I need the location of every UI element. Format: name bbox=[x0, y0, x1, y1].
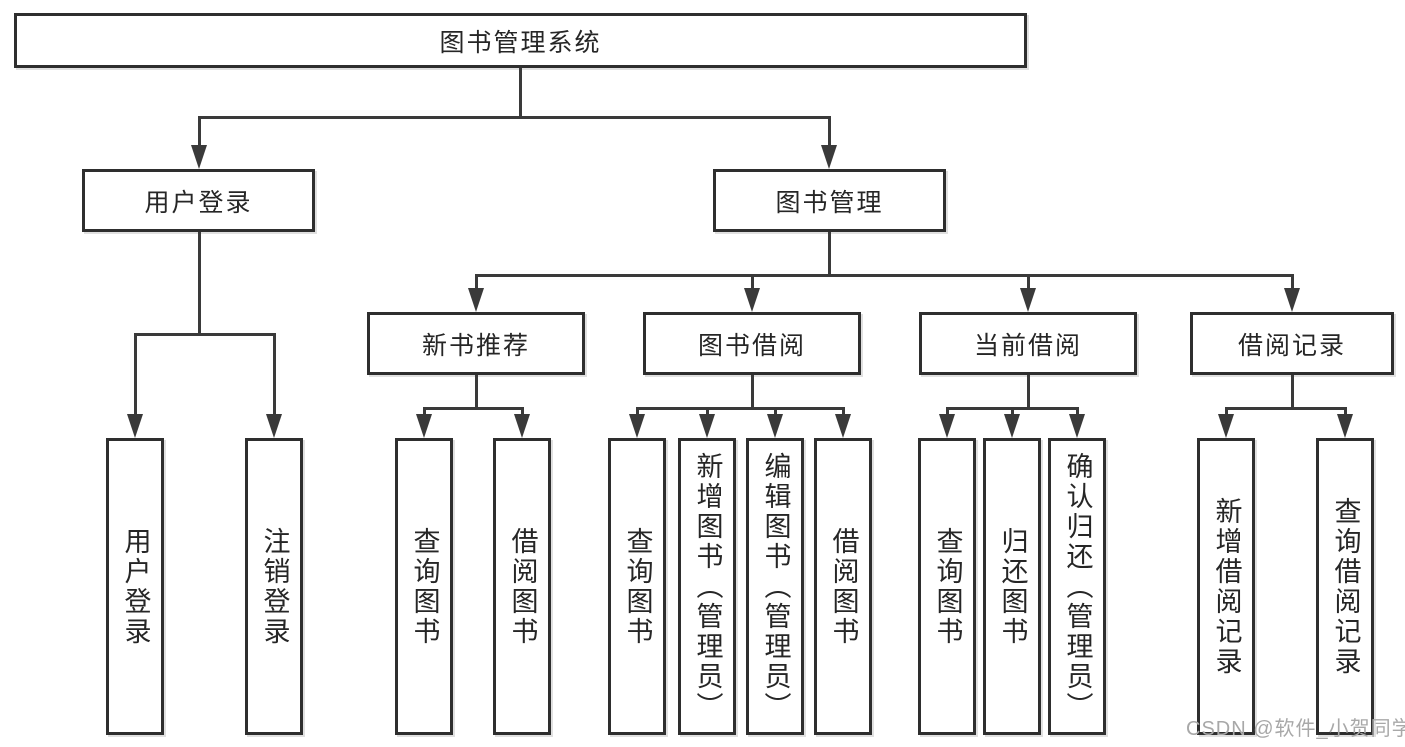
connector-line bbox=[1291, 375, 1294, 409]
connector-line bbox=[519, 68, 522, 118]
connector-line bbox=[1011, 407, 1014, 419]
node-label: 新增借阅记录 bbox=[1211, 496, 1242, 677]
arrow-down-icon bbox=[1069, 414, 1085, 438]
connector-line bbox=[475, 274, 1294, 277]
connector-line bbox=[475, 274, 478, 292]
connector-line bbox=[636, 407, 639, 419]
arrow-down-icon bbox=[416, 414, 432, 438]
node-label: 编辑图书（管理员） bbox=[760, 451, 791, 722]
node-user-login: 用户登录 bbox=[82, 169, 315, 232]
node-label: 新增图书（管理员） bbox=[692, 451, 723, 722]
connector-line bbox=[842, 407, 845, 419]
connector-line bbox=[198, 116, 830, 119]
node-logout: 注销登录 bbox=[245, 438, 303, 735]
arrow-down-icon bbox=[468, 288, 484, 312]
connector-line bbox=[1225, 407, 1347, 410]
node-label: 图书管理系统 bbox=[439, 28, 602, 57]
connector-line bbox=[1344, 407, 1347, 419]
node-add-borrow-record: 新增借阅记录 bbox=[1197, 438, 1255, 735]
connector-line bbox=[774, 407, 777, 419]
node-query-borrow-record: 查询借阅记录 bbox=[1316, 438, 1374, 735]
arrow-down-icon bbox=[1337, 414, 1353, 438]
connector-line bbox=[198, 116, 201, 150]
node-label: 图书借阅 bbox=[697, 331, 806, 360]
connector-line bbox=[134, 333, 276, 336]
connector-line bbox=[1027, 375, 1030, 409]
arrow-down-icon bbox=[266, 414, 282, 438]
connector-line bbox=[946, 407, 949, 419]
connector-line bbox=[1225, 407, 1228, 419]
node-add-book-admin: 新增图书（管理员） bbox=[678, 438, 736, 735]
node-label: 借阅图书 bbox=[828, 526, 859, 647]
arrow-down-icon bbox=[835, 414, 851, 438]
node-edit-book-admin: 编辑图书（管理员） bbox=[746, 438, 804, 735]
arrow-down-icon bbox=[1004, 414, 1020, 438]
node-confirm-return-admin: 确认归还（管理员） bbox=[1048, 438, 1106, 735]
connector-line bbox=[134, 333, 137, 416]
arrow-down-icon bbox=[629, 414, 645, 438]
node-label: 借阅记录 bbox=[1237, 331, 1346, 360]
node-label: 确认归还（管理员） bbox=[1062, 451, 1093, 722]
node-label: 图书管理 bbox=[775, 188, 884, 217]
connector-line bbox=[636, 407, 845, 410]
node-book-management: 图书管理 bbox=[713, 169, 946, 232]
node-current-borrowing: 当前借阅 bbox=[919, 312, 1137, 375]
connector-line bbox=[273, 333, 276, 416]
node-label: 新书推荐 bbox=[421, 331, 530, 360]
arrow-down-icon bbox=[1284, 288, 1300, 312]
connector-line bbox=[706, 407, 709, 419]
arrow-down-icon bbox=[767, 414, 783, 438]
node-query-books-borrow: 查询图书 bbox=[608, 438, 666, 735]
connector-line bbox=[1076, 407, 1079, 419]
arrow-down-icon bbox=[744, 288, 760, 312]
connector-line bbox=[423, 407, 426, 419]
node-return-books: 归还图书 bbox=[983, 438, 1041, 735]
arrow-down-icon bbox=[1020, 288, 1036, 312]
node-label: 查询图书 bbox=[409, 526, 440, 647]
arrow-down-icon bbox=[821, 145, 837, 169]
arrow-down-icon bbox=[1218, 414, 1234, 438]
arrow-down-icon bbox=[699, 414, 715, 438]
node-label: 查询借阅记录 bbox=[1330, 496, 1361, 677]
connector-line bbox=[475, 375, 478, 409]
node-label: 当前借阅 bbox=[973, 331, 1082, 360]
node-borrow-books: 借阅图书 bbox=[814, 438, 872, 735]
node-label: 用户登录 bbox=[144, 188, 253, 217]
connector-line bbox=[198, 232, 201, 335]
node-library-management-system: 图书管理系统 bbox=[14, 13, 1027, 68]
arrow-down-icon bbox=[514, 414, 530, 438]
node-borrow-books-recommend: 借阅图书 bbox=[493, 438, 551, 735]
connector-line bbox=[828, 232, 831, 276]
connector-line bbox=[1291, 274, 1294, 292]
arrow-down-icon bbox=[191, 145, 207, 169]
node-label: 归还图书 bbox=[997, 526, 1028, 647]
watermark: CSDN @软件_小贺同学 bbox=[1186, 718, 1405, 740]
node-book-borrowing: 图书借阅 bbox=[643, 312, 861, 375]
connector-line bbox=[751, 375, 754, 409]
connector-line bbox=[521, 407, 524, 419]
node-borrowing-records: 借阅记录 bbox=[1190, 312, 1394, 375]
node-query-books-current: 查询图书 bbox=[918, 438, 976, 735]
connector-line bbox=[423, 407, 524, 410]
node-label: 查询图书 bbox=[622, 526, 653, 647]
node-label: 用户登录 bbox=[120, 526, 151, 647]
connector-line bbox=[751, 274, 754, 292]
connector-line bbox=[1027, 274, 1030, 292]
node-query-books-recommend: 查询图书 bbox=[395, 438, 453, 735]
node-new-book-recommendation: 新书推荐 bbox=[367, 312, 585, 375]
node-label: 借阅图书 bbox=[507, 526, 538, 647]
connector-line bbox=[828, 116, 831, 150]
arrow-down-icon bbox=[939, 414, 955, 438]
node-user-login-action: 用户登录 bbox=[106, 438, 164, 735]
node-label: 注销登录 bbox=[259, 526, 290, 647]
arrow-down-icon bbox=[127, 414, 143, 438]
node-label: 查询图书 bbox=[932, 526, 963, 647]
